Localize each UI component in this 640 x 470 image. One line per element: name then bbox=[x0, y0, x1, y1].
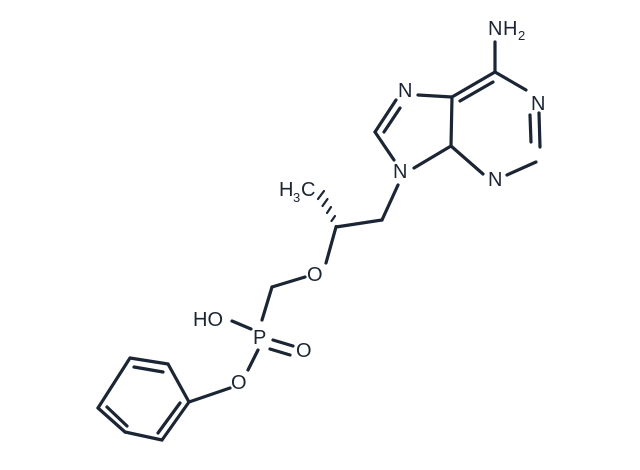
amine-h-label: H bbox=[503, 18, 517, 40]
methyl-c-label: C bbox=[301, 179, 315, 201]
phenoxy-o-label: O bbox=[231, 372, 247, 394]
amine-subscript: 2 bbox=[518, 28, 525, 43]
skeleton-bonds bbox=[96, 40, 542, 442]
stereo-hash-bond bbox=[316, 189, 338, 230]
oxo-o-label: O bbox=[296, 340, 312, 362]
phosphorus-label: P bbox=[253, 327, 266, 349]
imidazole-n7-label: N bbox=[398, 80, 412, 102]
pyrimidine-n3-label: N bbox=[488, 169, 502, 191]
imidazole-n9-label: N bbox=[393, 161, 407, 183]
pyrimidine-n1-label: N bbox=[531, 93, 545, 115]
methyl-h-label: H bbox=[279, 179, 293, 201]
ether-o-label: O bbox=[307, 264, 323, 286]
hydroxyl-label: HO bbox=[193, 309, 223, 331]
methyl-subscript: 3 bbox=[293, 190, 300, 205]
atom-labels: N H 2 N N N N H 3 C O HO P O O bbox=[193, 18, 545, 394]
amine-n-label: N bbox=[488, 18, 502, 40]
